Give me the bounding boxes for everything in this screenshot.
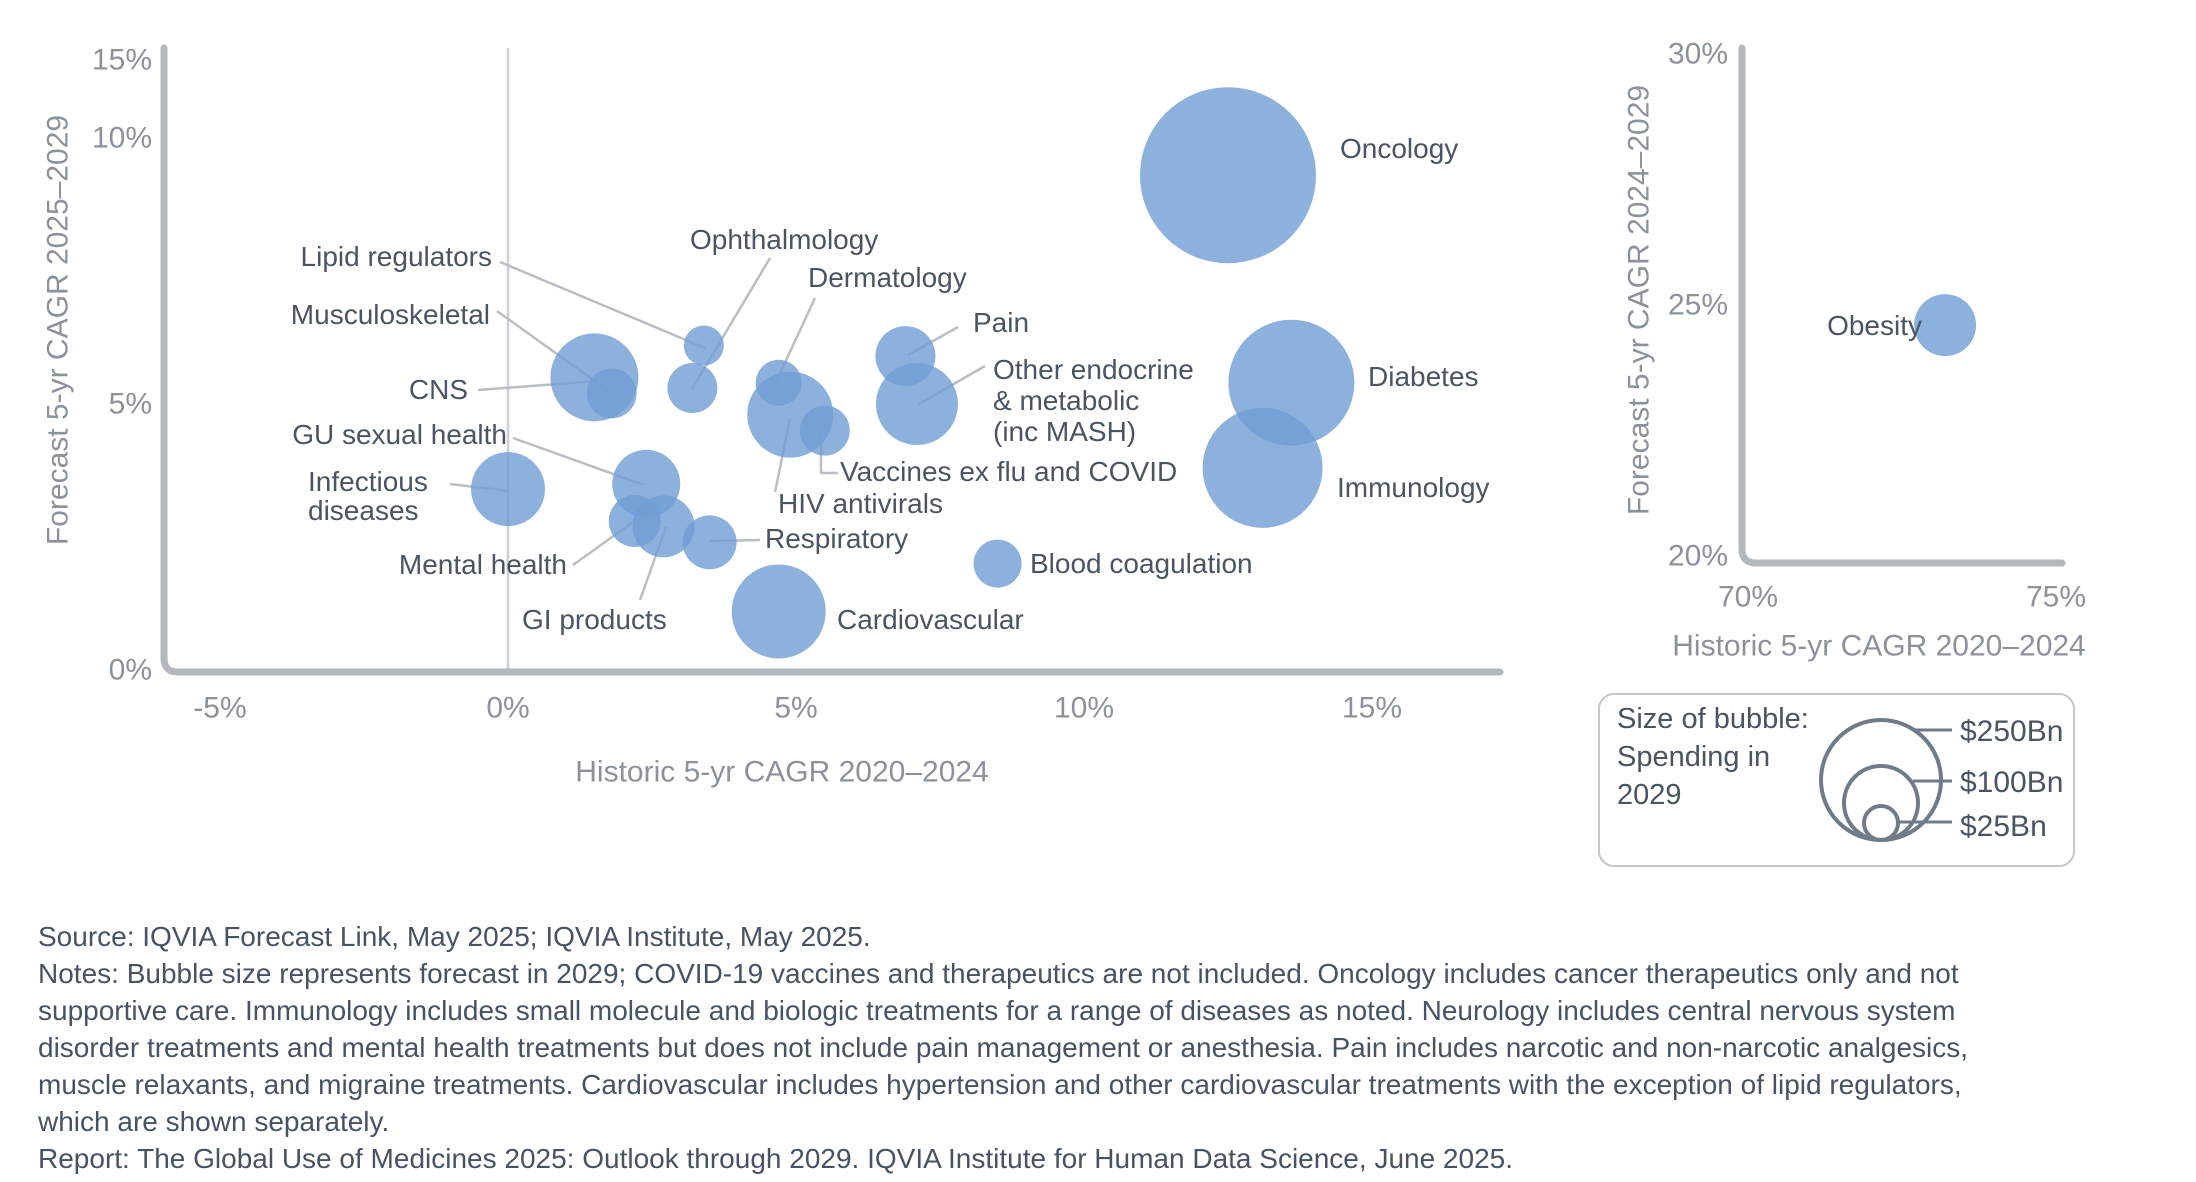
gi-products-bubble[interactable] bbox=[632, 495, 695, 558]
legend-value-25bn: $25Bn bbox=[1960, 810, 2047, 843]
y-tick-0%: 0% bbox=[109, 654, 152, 687]
y-tick-15%: 15% bbox=[92, 44, 152, 77]
y-tick-20%: 20% bbox=[1668, 540, 1728, 573]
ophthalmology-label: Ophthalmology bbox=[690, 224, 878, 255]
respiratory-bubble[interactable] bbox=[682, 515, 737, 570]
x-tick-0%: 0% bbox=[486, 692, 529, 725]
cardiovascular-bubble[interactable] bbox=[731, 564, 826, 659]
x-tick-10%: 10% bbox=[1054, 692, 1114, 725]
musculoskeletal-label: Musculoskeletal bbox=[291, 299, 490, 330]
ophthalmology-bubble[interactable] bbox=[667, 363, 718, 414]
diabetes-label: Diabetes bbox=[1368, 361, 1479, 392]
vaccines-label: Vaccines ex flu and COVID bbox=[840, 456, 1177, 487]
legend-circle-$25Bn bbox=[1862, 804, 1900, 842]
legend-circle-$100Bn bbox=[1842, 764, 1920, 842]
cns-label: CNS bbox=[409, 374, 468, 405]
x-axis-title-chart0: Historic 5-yr CAGR 2020–2024 bbox=[575, 756, 989, 789]
y-tick-30%: 30% bbox=[1668, 38, 1728, 71]
lipid-regulators-leader-line bbox=[499, 260, 706, 350]
immunology-label: Immunology bbox=[1337, 472, 1490, 503]
lipid-regulators-bubble[interactable] bbox=[683, 325, 724, 366]
blood-coagulation-bubble[interactable] bbox=[973, 539, 1022, 588]
lipid-regulators-label: Lipid regulators bbox=[301, 241, 492, 272]
hiv-antivirals-label: HIV antivirals bbox=[778, 488, 943, 519]
x-tick-15%: 15% bbox=[1342, 692, 1402, 725]
x-axis-title-chart1: Historic 5-yr CAGR 2020–2024 bbox=[1672, 630, 2086, 663]
legend-title: Size of bubble: Spending in 2029 bbox=[1617, 703, 1809, 811]
axis-lines-chart0 bbox=[160, 44, 1504, 676]
gi-products-label: GI products bbox=[522, 604, 667, 635]
infectious-diseases-bubble[interactable] bbox=[471, 452, 545, 527]
x-tick-75%: 75% bbox=[2026, 581, 2086, 614]
bubble-size-legend-box bbox=[1598, 693, 2075, 867]
gu-sexual-health-label: GU sexual health bbox=[292, 419, 507, 450]
report-line: Report: The Global Use of Medicines 2025… bbox=[38, 1143, 1514, 1174]
y-axis-title-chart1: Forecast 5-yr CAGR 2024–2029 bbox=[1623, 85, 1656, 515]
obesity-label: Obesity bbox=[1827, 310, 1922, 341]
dermatology-label: Dermatology bbox=[808, 262, 967, 293]
y-tick-10%: 10% bbox=[92, 122, 152, 155]
other-endocrine-label: Other endocrine& metabolic(inc MASH) bbox=[993, 354, 1194, 447]
source-line: Source: IQVIA Forecast Link, May 2025; I… bbox=[38, 921, 871, 952]
x-tick-5%: 5% bbox=[774, 692, 817, 725]
blood-coagulation-label: Blood coagulation bbox=[1030, 548, 1253, 579]
y-tick-25%: 25% bbox=[1668, 289, 1728, 322]
cardiovascular-label: Cardiovascular bbox=[837, 604, 1024, 635]
legend-value-250bn: $250Bn bbox=[1960, 715, 2064, 748]
respiratory-label: Respiratory bbox=[765, 523, 908, 554]
mental-health-label: Mental health bbox=[399, 549, 567, 580]
notes-paragraph: Notes: Bubble size represents forecast i… bbox=[38, 958, 1969, 1137]
y-tick-5%: 5% bbox=[109, 388, 152, 421]
oncology-label: Oncology bbox=[1340, 133, 1458, 164]
y-axis-title-chart0: Forecast 5-yr CAGR 2025–2029 bbox=[42, 115, 75, 545]
dermatology-bubble[interactable] bbox=[755, 359, 802, 406]
x-tick-70%: 70% bbox=[1718, 581, 1778, 614]
other-endocrine-bubble[interactable] bbox=[875, 363, 958, 445]
x-tick--5%: -5% bbox=[193, 692, 246, 725]
oncology-bubble[interactable] bbox=[1140, 87, 1316, 264]
obesity-bubble[interactable] bbox=[1914, 294, 1977, 357]
immunology-bubble[interactable] bbox=[1202, 407, 1323, 528]
cns-bubble[interactable] bbox=[550, 333, 639, 422]
pain-label: Pain bbox=[973, 307, 1029, 338]
axis-lines-chart1 bbox=[1738, 44, 2066, 567]
legend-value-100bn: $100Bn bbox=[1960, 766, 2064, 799]
